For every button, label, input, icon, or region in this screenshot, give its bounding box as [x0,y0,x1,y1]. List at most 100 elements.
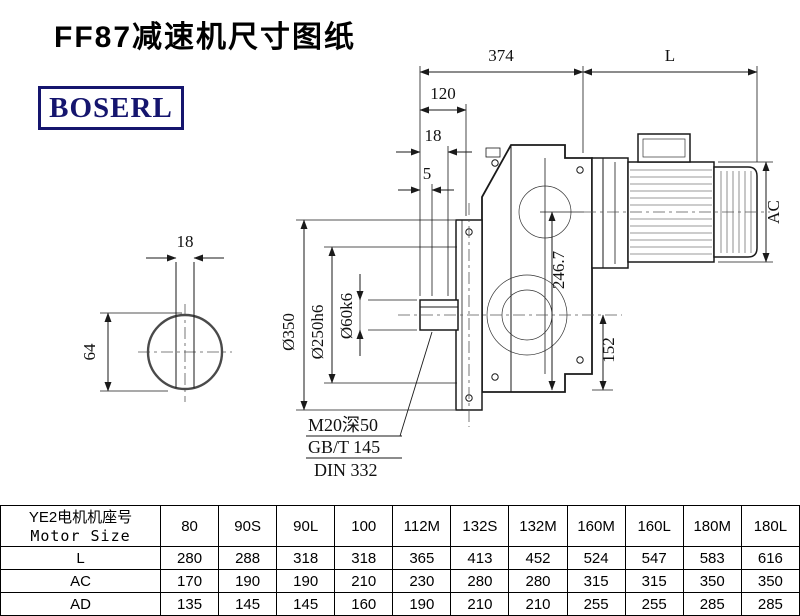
table-cell: 365 [392,546,452,570]
table-cell: 280 [159,546,220,570]
note-gbt: GB/T 145 [308,437,380,457]
table-cell: 524 [566,546,626,570]
table-cell: 190 [218,569,278,593]
gearbox-housing [481,144,593,393]
table-cell: 190 [276,569,336,593]
dim-text-5: 5 [423,164,432,183]
dim-shaft-key-width: 18 [146,232,224,262]
row-label: L [0,546,161,570]
dim-text-152: 152 [599,337,618,363]
table-cell: 350 [682,569,742,593]
table-header-label: YE2电机机座号 Motor Size [0,505,161,547]
dimension-annotations: 374 L 120 18 5 AC 246.7 [279,46,783,480]
dim-120: 120 [419,84,467,114]
dim-text-flange-od: Ø350 [279,313,298,351]
dim-AC: AC [718,161,783,263]
dim-text-shaft-height: 64 [80,343,99,361]
dim-shaft-height: 64 [80,312,182,392]
table-cell: 210 [334,569,394,593]
dim-374: 374 [419,46,584,76]
table-cell: 145 [276,592,336,616]
col-header: 160L [624,505,684,547]
table-cell: 280 [508,569,568,593]
bolt-hole [491,373,499,381]
dim-spigot: Ø250h6 [308,246,457,384]
table-cell: 288 [218,546,278,570]
dim-text-374: 374 [488,46,514,65]
col-header: 80 [159,505,220,547]
table-cell: 547 [624,546,684,570]
col-header: 132S [450,505,510,547]
table-cell: 170 [159,569,220,593]
shaft-end-view: 18 64 [80,232,232,402]
table-row-AC: AC 170 190 190 210 230 280 280 315 315 3… [0,569,800,593]
dim-text-shaft-diameter: Ø60k6 [337,293,356,339]
table-cell: 285 [740,592,800,616]
col-header: 180M [682,505,742,547]
col-header: 160M [566,505,626,547]
motor-junction-box [637,133,691,163]
col-header: 180L [740,505,800,547]
table-cell: 255 [624,592,684,616]
bolt-hole [576,356,584,364]
table-row-AD: AD 135 145 145 160 190 210 210 255 255 2… [0,592,800,616]
table-cell: 616 [740,546,800,570]
table-cell: 145 [218,592,278,616]
table-cell: 318 [276,546,336,570]
col-header: 132M [508,505,568,547]
header-cn: YE2电机机座号 [28,508,133,526]
table-cell: 210 [450,592,510,616]
table-cell: 280 [450,569,510,593]
row-label: AD [0,592,161,616]
table-cell: 315 [566,569,626,593]
table-cell: 210 [508,592,568,616]
table-cell: 230 [392,569,452,593]
table-cell: 350 [740,569,800,593]
col-header: 112M [392,505,452,547]
lifting-lug [485,147,501,158]
dim-text-18: 18 [425,126,442,145]
header-en: Motor Size [30,526,131,545]
dim-text-246-7: 246.7 [549,250,568,289]
dim-5: 5 [398,164,454,194]
brand-name: BOSERL [49,91,173,124]
page-title: FF87减速机尺寸图纸 [54,21,357,54]
motor-adapter [591,157,629,269]
col-header: 90L [276,505,336,547]
table-cell: 413 [450,546,510,570]
motor-fins [630,169,712,255]
table-cell: 452 [508,546,568,570]
table-cell: 190 [392,592,452,616]
dim-246-7: 246.7 [540,211,584,391]
table-row-L: L 280 288 318 318 365 413 452 524 547 58… [0,546,800,570]
dim-shaft-diameter: Ø60k6 [337,274,417,356]
table-cell: 583 [682,546,742,570]
dim-text-key-width: 18 [177,232,194,251]
brand-logo: BOSERL [38,86,184,130]
col-header: 90S [218,505,278,547]
technical-drawing: 18 64 [80,46,783,480]
table-cell: 315 [624,569,684,593]
table-header-row: YE2电机机座号 Motor Size 80 90S 90L 100 112M … [0,505,800,547]
thread-notes: M20深50 GB/T 145 DIN 332 [306,331,433,480]
table-cell: 160 [334,592,394,616]
bolt-hole [576,166,584,174]
table-cell: 255 [566,592,626,616]
table-cell: 285 [682,592,742,616]
table-cell: 135 [159,592,220,616]
dim-text-spigot: Ø250h6 [308,305,327,360]
dim-flange-od: Ø350 [279,219,455,411]
dim-text-120: 120 [430,84,456,103]
bolt-hole [491,159,499,167]
col-header: 100 [334,505,394,547]
motor-size-table: YE2电机机座号 Motor Size 80 90S 90L 100 112M … [0,505,800,616]
note-tap: M20深50 [308,415,378,435]
dim-L: L [582,46,758,76]
dim-152: 152 [592,314,618,391]
row-label: AC [0,569,161,593]
dim-text-AC: AC [764,200,783,224]
main-view [398,133,770,427]
fan-cowl [713,166,758,258]
dim-18: 18 [396,126,472,156]
dim-text-L: L [665,46,675,65]
